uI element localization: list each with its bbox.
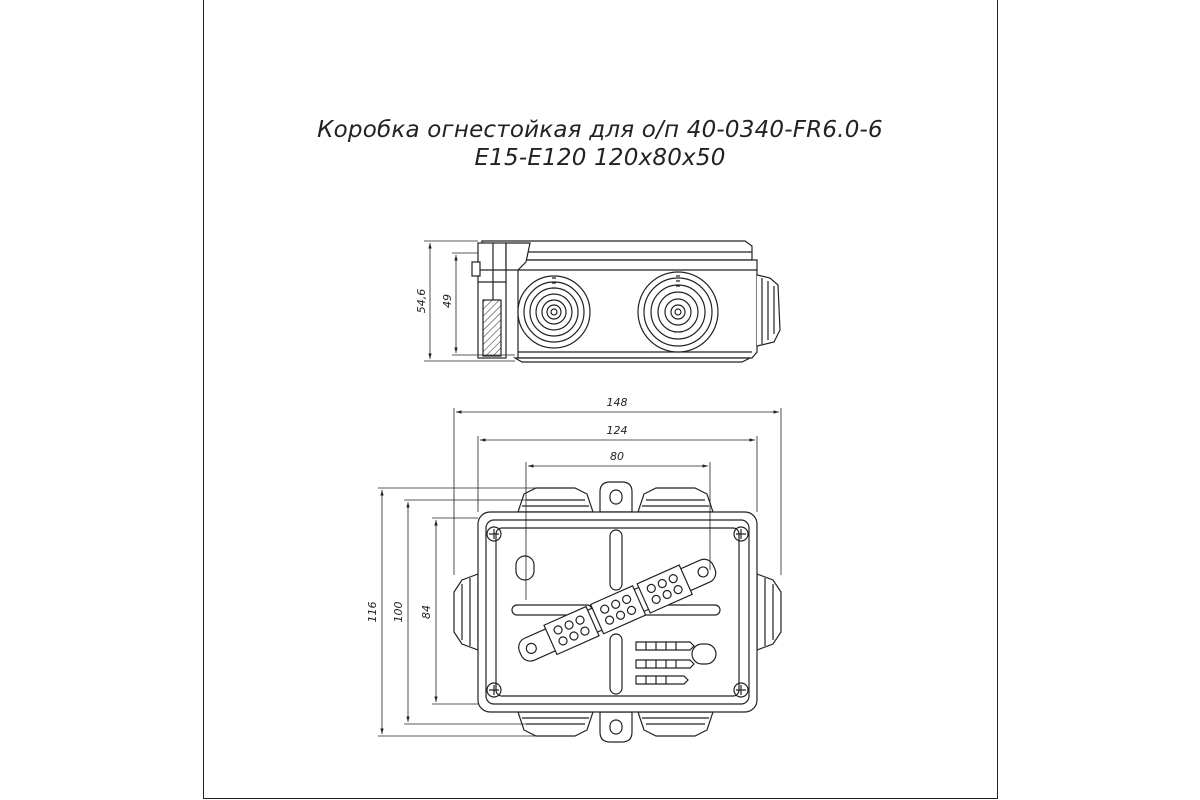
side-view <box>471 240 781 363</box>
fasteners <box>635 641 695 685</box>
corner-screws <box>486 526 749 698</box>
drawing-sheet-border <box>203 0 998 799</box>
dim-body-width: 124 <box>607 424 628 437</box>
dim-mount-spacing: 80 <box>610 450 624 463</box>
dim-overall-width: 148 <box>607 396 628 409</box>
drawing-title-line2: E15-E120 120x80x50 <box>474 145 726 171</box>
terminal-strip <box>518 558 717 662</box>
dim-inner-depth: 84 <box>420 605 433 619</box>
dim-side-body-height: 49 <box>441 294 454 308</box>
dim-overall-depth: 116 <box>366 602 379 623</box>
cable-gland-side-1 <box>517 275 591 349</box>
top-view-dimensions <box>378 408 782 737</box>
side-view-dimensions <box>424 240 515 362</box>
top-view <box>453 481 782 743</box>
dim-side-overall-height: 54,6 <box>415 289 428 314</box>
dim-body-depth: 100 <box>392 602 405 623</box>
cable-gland-side-2 <box>637 271 719 353</box>
drawing-title-line1: Коробка огнестойкая для о/п 40-0340-FR6.… <box>317 117 883 143</box>
